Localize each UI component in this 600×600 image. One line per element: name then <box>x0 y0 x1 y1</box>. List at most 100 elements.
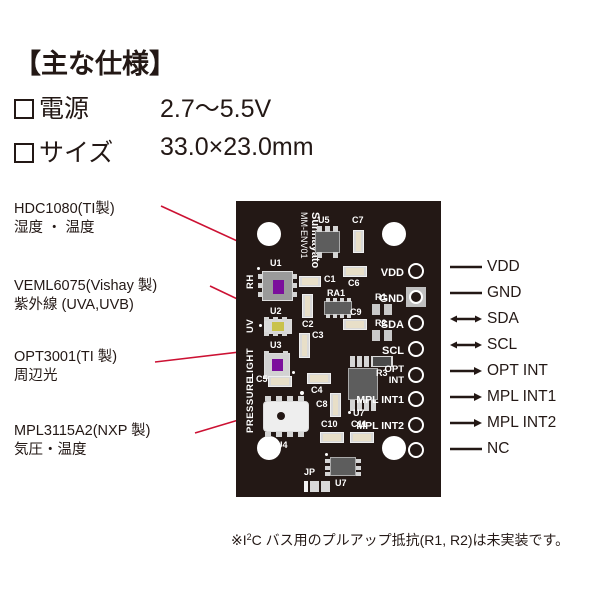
board-pin-pad-opt-int <box>408 367 424 383</box>
board-pin-pad-mpl-int1 <box>408 391 424 407</box>
spec-label-size: サイズ <box>39 139 114 167</box>
silk-text-light: LIGHT <box>245 348 256 379</box>
component-c7 <box>353 230 364 253</box>
pin-callout-vdd: VDD <box>487 258 520 275</box>
board-pin-pad-gnd <box>406 287 426 307</box>
callout-part-function: 周辺光 <box>14 368 58 384</box>
refdes-c4: C4 <box>311 385 323 395</box>
refdes-ra1: RA1 <box>327 288 346 298</box>
spec-row-power: 電源 <box>14 89 89 125</box>
board-pinlabel-vdd: VDD <box>380 267 404 279</box>
refdes-c8: C8 <box>316 399 328 409</box>
refdes-c2: C2 <box>302 319 314 329</box>
sensor-die-u2 <box>272 322 284 331</box>
refdes-c7: C7 <box>352 215 364 225</box>
refdes-u1: U1 <box>270 258 282 268</box>
board-pin-pad-vdd <box>408 263 424 279</box>
component-c5 <box>268 376 292 387</box>
pin-callout-scl: SCL <box>487 336 518 353</box>
board-pinlabel-opt-int: INT <box>388 375 404 386</box>
arrow-line-gnd <box>450 291 482 295</box>
jumper-pad <box>304 481 308 492</box>
component-c1 <box>299 276 321 287</box>
refdes-c5: C5 <box>256 374 268 384</box>
mounting-hole <box>382 436 406 460</box>
board-model-text: MM-ENV01 <box>299 212 309 259</box>
callout-part-function: 気圧・温度 <box>14 442 87 458</box>
callout-label-mpl3115a2: MPL3115A2(NXP 製) 気圧・温度 <box>14 422 150 460</box>
arrow-right-opt-int <box>450 367 482 375</box>
refdes-r2: R2 <box>375 318 387 328</box>
board-pinlabel-nc: NC <box>388 446 404 458</box>
spec-heading: 【主な仕様】 <box>14 49 176 79</box>
refdes-r1: R1 <box>375 292 387 302</box>
component-c9 <box>343 319 367 330</box>
component-u6 <box>348 368 378 400</box>
callout-label-veml6075: VEML6075(Vishay 製) 紫外線 (UVA,UVB) <box>14 277 157 315</box>
refdes-u7: U7 <box>335 478 347 488</box>
mounting-hole <box>382 222 406 246</box>
component-c10 <box>320 432 344 443</box>
component-u5 <box>315 231 340 253</box>
board-pinlabel-mpl-int2: MPL INT2 <box>356 420 404 432</box>
spec-row-size: サイズ <box>14 133 113 169</box>
refdes-c6: C6 <box>348 278 360 288</box>
spec-label-power: 電源 <box>39 95 90 123</box>
pin-callout-nc: NC <box>487 440 510 457</box>
arrow-line-vdd <box>450 265 482 269</box>
component-r3 <box>371 356 393 367</box>
callout-part-name: HDC1080(TI製) <box>14 201 115 217</box>
pin-callout-sda: SDA <box>487 310 519 327</box>
board-pin-pad-mpl-int2 <box>408 417 424 433</box>
refdes-c3: C3 <box>312 330 324 340</box>
checkbox-icon <box>14 99 34 119</box>
pin-callout-mpl-int1: MPL INT1 <box>487 388 557 405</box>
callout-label-opt3001: OPT3001(TI 製) 周辺光 <box>14 348 117 386</box>
spec-value-size: 33.0×23.0mm <box>160 133 314 161</box>
refdes-jp: JP <box>304 467 316 477</box>
callout-part-function: 紫外線 (UVA,UVB) <box>14 297 134 313</box>
footnote-prefix: ※I <box>231 532 247 548</box>
board-pin-pad-scl <box>408 341 424 357</box>
refdes-c9: C9 <box>350 307 362 317</box>
spec-value-power: 2.7〜5.5V <box>160 95 272 123</box>
callout-part-name: MPL3115A2(NXP 製) <box>14 423 151 439</box>
sensor-port-u4 <box>277 412 285 420</box>
callout-part-function: 湿度 ・ 温度 <box>14 220 95 236</box>
component-c2 <box>302 294 313 318</box>
component-c3 <box>299 333 310 358</box>
refdes-u4: U4 <box>276 440 288 450</box>
board-pin-pad-sda <box>408 315 424 331</box>
sensor-die-u1 <box>273 280 284 294</box>
sensor-die-u3 <box>272 359 283 371</box>
callout-part-name: OPT3001(TI 製) <box>14 349 118 365</box>
jumper-pad <box>310 481 319 492</box>
checkbox-icon <box>14 143 34 163</box>
component-c4 <box>307 373 331 384</box>
refdes-c1: C1 <box>324 274 336 284</box>
component-u7 <box>330 457 356 476</box>
mounting-hole <box>257 222 281 246</box>
footnote-body: C バス用のプルアップ抵抗(R1, R2)は未実装です。 <box>251 532 570 548</box>
refdes-c10: C10 <box>321 419 338 429</box>
callout-label-hdc1080: HDC1080(TI製) 湿度 ・ 温度 <box>14 200 115 238</box>
component-c11 <box>350 432 374 443</box>
component-c6 <box>343 266 367 277</box>
refdes-u6: U7 <box>353 408 365 418</box>
component-u4-mpl3115a2 <box>263 401 309 432</box>
refdes-c11: C11 <box>351 419 368 429</box>
component-c8 <box>330 393 341 417</box>
pin-callout-gnd: GND <box>487 284 522 301</box>
arrow-right-mpl-int1 <box>450 393 482 401</box>
arrow-bidirectional-sda <box>450 315 482 323</box>
refdes-u5: U5 <box>318 215 330 225</box>
refdes-r3: R3 <box>376 368 388 378</box>
footnote-superscript: 2 <box>246 532 252 542</box>
board-pin-pad-nc <box>408 442 424 458</box>
pcb-board: Sunhayato MM-ENV01 RH UV LIGHT PRESSURE … <box>236 201 441 497</box>
silk-text-rh: RH <box>245 274 256 289</box>
mounting-hole <box>257 436 281 460</box>
pin-callout-mpl-int2: MPL INT2 <box>487 414 557 431</box>
silk-text-uv: UV <box>245 318 256 333</box>
